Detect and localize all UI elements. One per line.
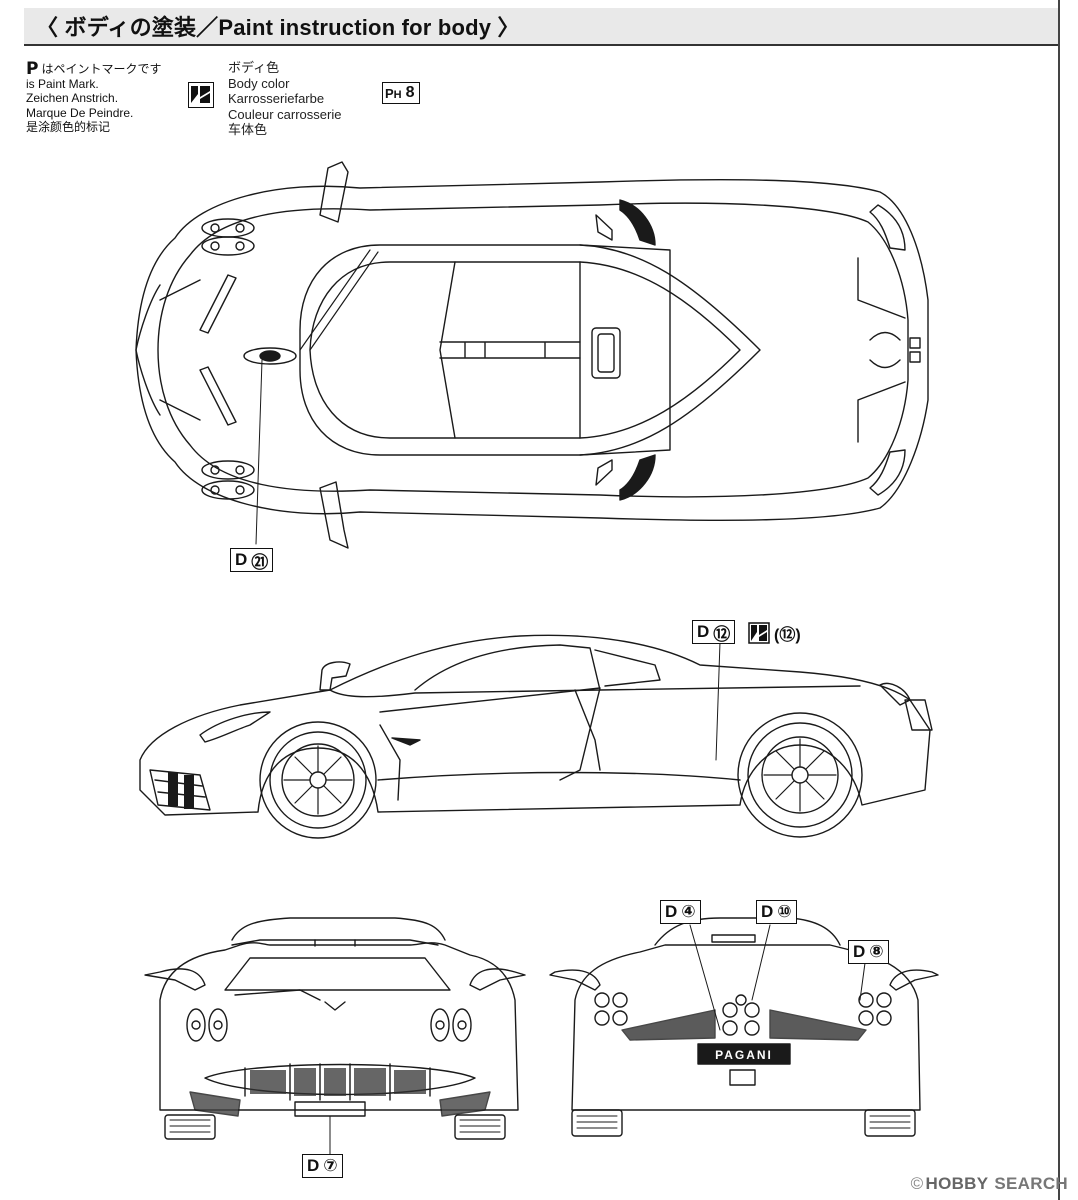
part-number: ④	[681, 902, 696, 921]
part-letter: D	[307, 1156, 320, 1175]
callout-rear-left: D ④	[660, 900, 701, 924]
rear-plate-text: PAGANI	[715, 1048, 773, 1062]
watermark-brand: HOBBY	[925, 1174, 989, 1193]
callout-top-view: D ㉑	[230, 548, 274, 572]
side-view-car	[139, 634, 933, 839]
part-number: ⑫	[713, 624, 731, 644]
part-number: ㉑	[251, 552, 269, 572]
body-color-line-3: Karrosseriefarbe	[228, 91, 325, 106]
callout-rear-mid: D ⑩	[756, 900, 797, 924]
front-view-car	[144, 917, 526, 1159]
paint-mark-line-2: is Paint Mark.	[26, 76, 99, 91]
side-view-color-mark: (⑫)	[748, 621, 801, 645]
part-number: ⑩	[777, 902, 792, 921]
part-letter: D	[697, 622, 710, 641]
top-view-car	[135, 161, 929, 549]
part-number: ⑧	[869, 942, 884, 961]
callout-front-view: D ⑦	[302, 1154, 343, 1178]
body-color-mark-icon	[748, 622, 770, 644]
body-color-line-2: Body color	[228, 75, 290, 91]
body-color-pattern-icon	[188, 82, 214, 108]
paint-code-value: 8	[405, 84, 415, 101]
body-color-line-1: ボディ色	[228, 60, 280, 75]
body-color-line-4: Couleur carrosserie	[228, 106, 342, 122]
callout-rear-right: D ⑧	[848, 940, 889, 964]
paint-mark-line-1: はペイントマークです	[41, 62, 162, 76]
page-title: 〈 ボディの塗装／Paint instruction for body 〉	[36, 15, 520, 40]
callout-side-view: D ⑫	[692, 620, 736, 644]
part-number: ⑦	[323, 1156, 338, 1175]
copyright-icon: ©	[910, 1174, 924, 1193]
paint-code-box: PH 8	[382, 82, 420, 104]
paint-mark-legend: P はペイントマークです is Paint Mark. Zeichen Anst…	[26, 59, 162, 135]
watermark: © HOBBY SEARCH	[911, 1174, 1068, 1194]
body-color-legend: ボディ色 Body color Karrosseriefarbe Couleur…	[188, 60, 341, 138]
section-title-bar: 〈 ボディの塗装／Paint instruction for body 〉	[24, 8, 1058, 46]
paint-mark-line-5: 是涂颜色的标记	[26, 120, 111, 134]
paint-mark-line-3: Zeichen Anstrich.	[26, 91, 119, 105]
paint-code-prefix: PH	[385, 85, 402, 101]
part-letter: D	[235, 550, 248, 569]
paint-mark-symbol: P	[26, 59, 39, 79]
side-view-extra-number: (⑫)	[774, 627, 801, 644]
paint-mark-line-4: Marque De Peindre.	[26, 105, 134, 120]
part-letter: D	[853, 942, 866, 961]
part-letter: D	[665, 902, 678, 921]
body-color-line-5: 车体色	[228, 122, 268, 137]
watermark-suffix: SEARCH	[994, 1174, 1068, 1193]
part-letter: D	[761, 902, 774, 921]
